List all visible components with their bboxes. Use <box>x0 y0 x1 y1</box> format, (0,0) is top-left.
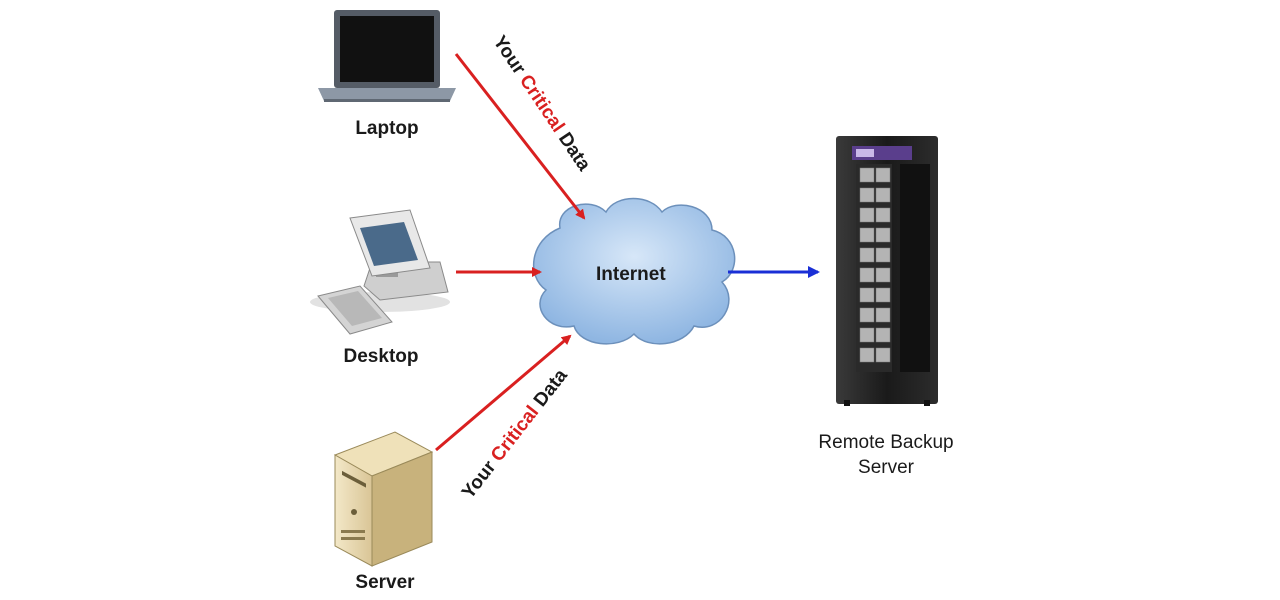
remote-backup-label: Remote Backup Server <box>796 430 976 480</box>
remote-backup-rack-icon <box>836 136 938 406</box>
server-tower-icon <box>333 431 434 567</box>
server-label: Server <box>355 572 415 593</box>
internet-label: Internet <box>596 264 666 285</box>
remote-backup-label-line2: Server <box>858 457 914 478</box>
desktop-label: Desktop <box>343 346 419 367</box>
internet-cloud-icon <box>532 197 736 345</box>
laptop-label: Laptop <box>355 118 419 139</box>
arrow-laptop-to-internet <box>454 53 586 220</box>
desktop-icon <box>310 209 450 335</box>
arrow-server-to-internet <box>435 334 572 452</box>
laptop-icon <box>318 10 456 102</box>
remote-backup-label-line1: Remote Backup <box>818 432 954 453</box>
